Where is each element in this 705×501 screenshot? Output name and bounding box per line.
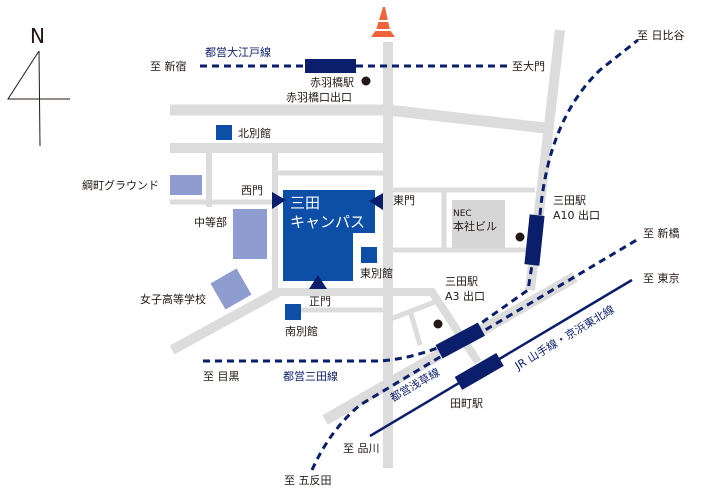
akabanebashi-label: 赤羽橋駅: [310, 75, 354, 89]
north-annex: [216, 125, 232, 140]
akabanebashi-station: [305, 59, 356, 73]
direction-hibiya: 至 日比谷: [637, 29, 685, 42]
campus-name: キャンパス: [290, 213, 365, 231]
junior-high-label: 中等部: [194, 215, 227, 229]
junior-high: [233, 209, 267, 259]
oedo-line-label: 都営大江戸線: [205, 45, 271, 59]
nec-label: NEC: [453, 209, 472, 219]
exit-dot-icon: [515, 232, 525, 242]
mita-a3-exit-label: A3 出口: [445, 289, 485, 303]
east-gate-label: 東門: [393, 194, 415, 207]
tsunamachi-ground: [170, 175, 202, 195]
mita-a3-label: 三田駅: [445, 275, 478, 288]
gate-arrow-icon: [369, 193, 383, 210]
north-arrow-icon: N: [7, 24, 70, 147]
main-gate-label: 正門: [309, 295, 331, 308]
direction-shinjuku: 至 新宿: [150, 59, 187, 73]
mita-a10-label: 三田駅: [553, 194, 586, 207]
west-gate-label: 西門: [241, 184, 263, 197]
exit-dot-icon: [361, 76, 371, 86]
north-label: N: [30, 24, 45, 48]
mita-a10-exit-label: A10 出口: [553, 208, 600, 222]
south-annex-label: 南別館: [285, 324, 318, 338]
nec-building: [452, 200, 505, 248]
girls-high-label: 女子高等学校: [140, 292, 206, 306]
direction-shinbashi: 至 新橋: [643, 226, 680, 240]
direction-tokyo: 至 東京: [643, 271, 680, 285]
tsunamachi-label: 綱町グラウンド: [82, 178, 159, 192]
campus: 三田 キャンパス: [283, 190, 375, 281]
tokyo-tower-icon: [371, 7, 395, 37]
nec-label: 本社ビル: [453, 219, 497, 233]
girls-high: [210, 268, 252, 310]
east-annex-label: 東別館: [360, 266, 393, 280]
direction-meguro: 至 目黒: [203, 370, 240, 383]
mita-line-label: 都営三田線: [283, 369, 338, 383]
exit-dot-icon: [433, 319, 443, 329]
direction-daimon: 至大門: [512, 59, 545, 73]
akabanebashi-exit-label: 赤羽橋口出口: [286, 90, 352, 104]
jr-line: [369, 278, 633, 438]
gate-arrow-icon: [309, 275, 327, 289]
jr-line-label: JR 山手線・京浜東北線: [511, 302, 616, 373]
asakusa-line: [310, 236, 641, 471]
gate-arrow-icon: [272, 192, 286, 209]
direction-gotanda: 至 五反田: [284, 474, 332, 487]
tamachi-station: [454, 352, 504, 390]
north-annex-label: 北別館: [238, 126, 271, 140]
mita-station-a3: [435, 322, 485, 359]
east-annex: [361, 247, 377, 263]
direction-shinagawa: 至 品川: [343, 442, 380, 455]
tamachi-label: 田町駅: [450, 397, 483, 410]
mita-line: [203, 38, 639, 363]
campus-name: 三田: [290, 194, 320, 212]
mita-station-a10: [524, 214, 545, 266]
south-annex: [285, 304, 301, 320]
